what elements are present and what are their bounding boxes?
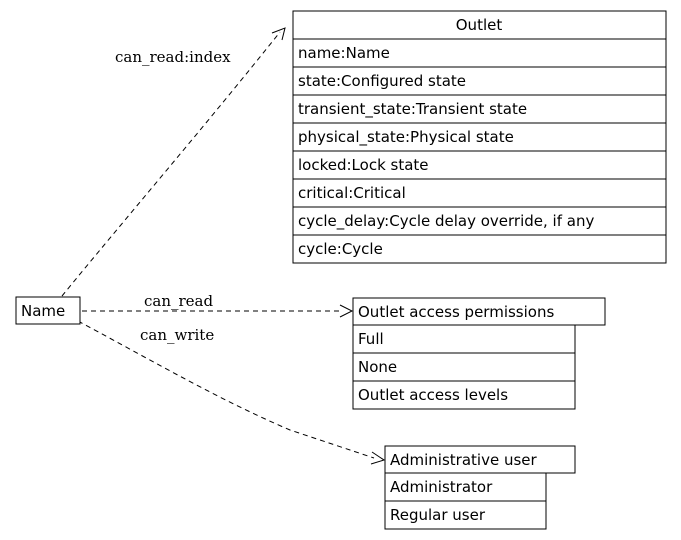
edge-label-can-write: can_write — [140, 326, 214, 344]
table-cell: Full — [358, 330, 384, 348]
table-row — [292, 178, 667, 208]
node-name: Name — [15, 296, 81, 325]
table-row — [352, 380, 576, 410]
table-row — [292, 234, 667, 264]
node-name-label: Name — [21, 302, 65, 320]
edge-can-read: can_read — [82, 292, 354, 318]
table-admin-title: Administrative user — [390, 451, 538, 469]
table-permissions-title: Outlet access permissions — [358, 303, 554, 321]
table-cell: transient_state:Transient state — [298, 100, 527, 119]
table-permissions: Outlet access permissions Full None Outl… — [352, 297, 606, 410]
table-cell: name:Name — [298, 44, 390, 62]
table-row — [292, 38, 667, 68]
table-row — [292, 150, 667, 180]
table-cell: None — [358, 358, 397, 376]
arrowhead-icon — [339, 304, 354, 318]
table-cell: Outlet access levels — [358, 386, 508, 404]
edge-can-read-index: can_read:index — [61, 27, 286, 297]
edge-line — [77, 320, 375, 459]
table-cell: state:Configured state — [298, 72, 466, 90]
edge-label-can-read: can_read — [144, 292, 213, 310]
table-cell: physical_state:Physical state — [298, 128, 514, 147]
table-outlet: Outlet name:Name state:Configured state … — [292, 10, 667, 264]
table-outlet-title: Outlet — [456, 16, 503, 34]
node-name-box — [15, 296, 81, 325]
table-admin-header — [384, 445, 576, 474]
edge-line — [61, 31, 281, 297]
table-cell: Regular user — [390, 506, 486, 524]
table-row — [352, 324, 576, 354]
table-cell: cycle:Cycle — [298, 240, 383, 258]
table-row — [352, 352, 576, 382]
edge-label-can-read-index: can_read:index — [115, 48, 231, 66]
edge-can-write: can_write — [77, 320, 386, 465]
table-permissions-header — [352, 297, 606, 326]
table-row — [384, 472, 547, 502]
table-row — [292, 206, 667, 236]
arrowhead-icon — [271, 27, 286, 41]
table-row — [292, 94, 667, 124]
table-cell: Administrator — [390, 478, 493, 496]
table-admin: Administrative user Administrator Regula… — [384, 445, 576, 530]
table-cell: cycle_delay:Cycle delay override, if any — [298, 212, 594, 231]
table-row — [292, 122, 667, 152]
table-cell: critical:Critical — [298, 184, 406, 202]
table-cell: locked:Lock state — [298, 156, 429, 174]
table-row — [384, 500, 547, 530]
arrowhead-icon — [370, 451, 386, 465]
table-row — [292, 66, 667, 96]
